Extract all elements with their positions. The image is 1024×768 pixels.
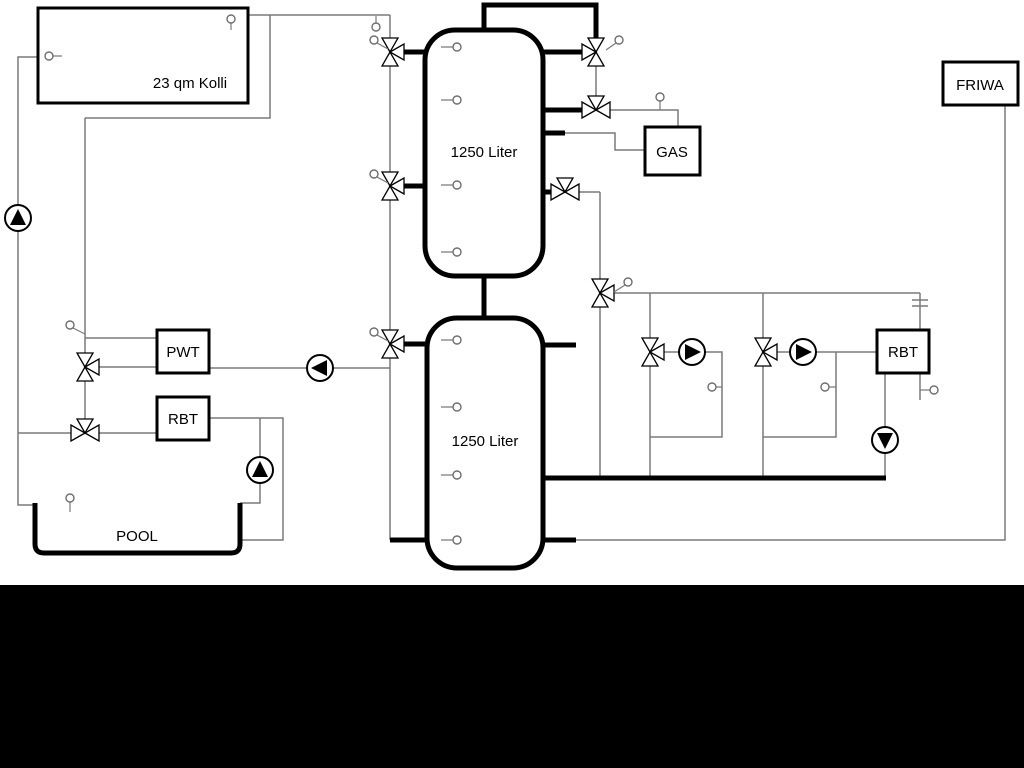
temperature-sensor-icon bbox=[369, 169, 379, 179]
rbt-right-label: RBT bbox=[888, 344, 918, 361]
temperature-sensor-icon bbox=[614, 35, 624, 45]
pwt-heat-exchanger-box bbox=[155, 328, 211, 375]
pool-basin bbox=[32, 503, 243, 556]
temperature-sensor-icon bbox=[623, 277, 633, 287]
temperature-sensor-icon bbox=[452, 535, 462, 545]
footer-black-bar bbox=[0, 585, 1024, 768]
pump-icon bbox=[871, 426, 899, 454]
pump-icon bbox=[678, 338, 706, 366]
labels: 23 qm Kolli 1250 Liter 1250 Liter PWT RB… bbox=[116, 75, 1004, 545]
pipe-break-icon bbox=[912, 299, 928, 307]
tank-bottom-label: 1250 Liter bbox=[452, 433, 519, 450]
temperature-sensor-icon bbox=[65, 493, 75, 503]
pwt-label: PWT bbox=[166, 344, 199, 361]
rbt-right-box bbox=[875, 328, 931, 375]
buffer-tank-bottom bbox=[424, 315, 546, 571]
equipment-boxes bbox=[32, 6, 1020, 571]
pump-icon bbox=[246, 456, 274, 484]
tank-top-label: 1250 Liter bbox=[451, 144, 518, 161]
temperature-sensor-icon bbox=[452, 180, 462, 190]
pipes-thin bbox=[17, 14, 1006, 541]
temperature-sensor-icon bbox=[452, 470, 462, 480]
pipes-thick bbox=[390, 2, 886, 543]
collector-label: 23 qm Kolli bbox=[153, 75, 227, 92]
gas-label: GAS bbox=[656, 144, 688, 161]
pool-label: POOL bbox=[116, 528, 158, 545]
temperature-sensor-icon bbox=[452, 42, 462, 52]
temperature-sensor-icon bbox=[371, 22, 381, 32]
buffer-tank-top bbox=[422, 27, 546, 279]
friwa-label: FRIWA bbox=[956, 77, 1004, 94]
temperature-sensor-icon bbox=[929, 385, 939, 395]
gas-boiler-box bbox=[643, 125, 702, 177]
temperature-sensor-icon bbox=[452, 335, 462, 345]
temperature-sensor-icon bbox=[65, 320, 75, 330]
temperature-sensor-icon bbox=[452, 95, 462, 105]
solar-collector-box bbox=[36, 6, 250, 105]
rbt-left-box bbox=[155, 395, 211, 442]
pump-icon bbox=[306, 354, 334, 382]
temperature-sensor-icon bbox=[452, 402, 462, 412]
pump-icon bbox=[4, 204, 32, 232]
temperature-sensor-icon bbox=[44, 51, 54, 61]
temperature-sensor-icon bbox=[820, 382, 830, 392]
temperature-sensor-icon bbox=[369, 327, 379, 337]
temperature-sensor-icon bbox=[226, 14, 236, 24]
rbt-left-label: RBT bbox=[168, 411, 198, 428]
temperature-sensors bbox=[44, 14, 939, 545]
temperature-sensor-icon bbox=[655, 92, 665, 102]
friwa-box bbox=[941, 60, 1020, 107]
temperature-sensor-icon bbox=[369, 35, 379, 45]
pump-icon bbox=[789, 338, 817, 366]
temperature-sensor-icon bbox=[452, 247, 462, 257]
temperature-sensor-icon bbox=[707, 382, 717, 392]
